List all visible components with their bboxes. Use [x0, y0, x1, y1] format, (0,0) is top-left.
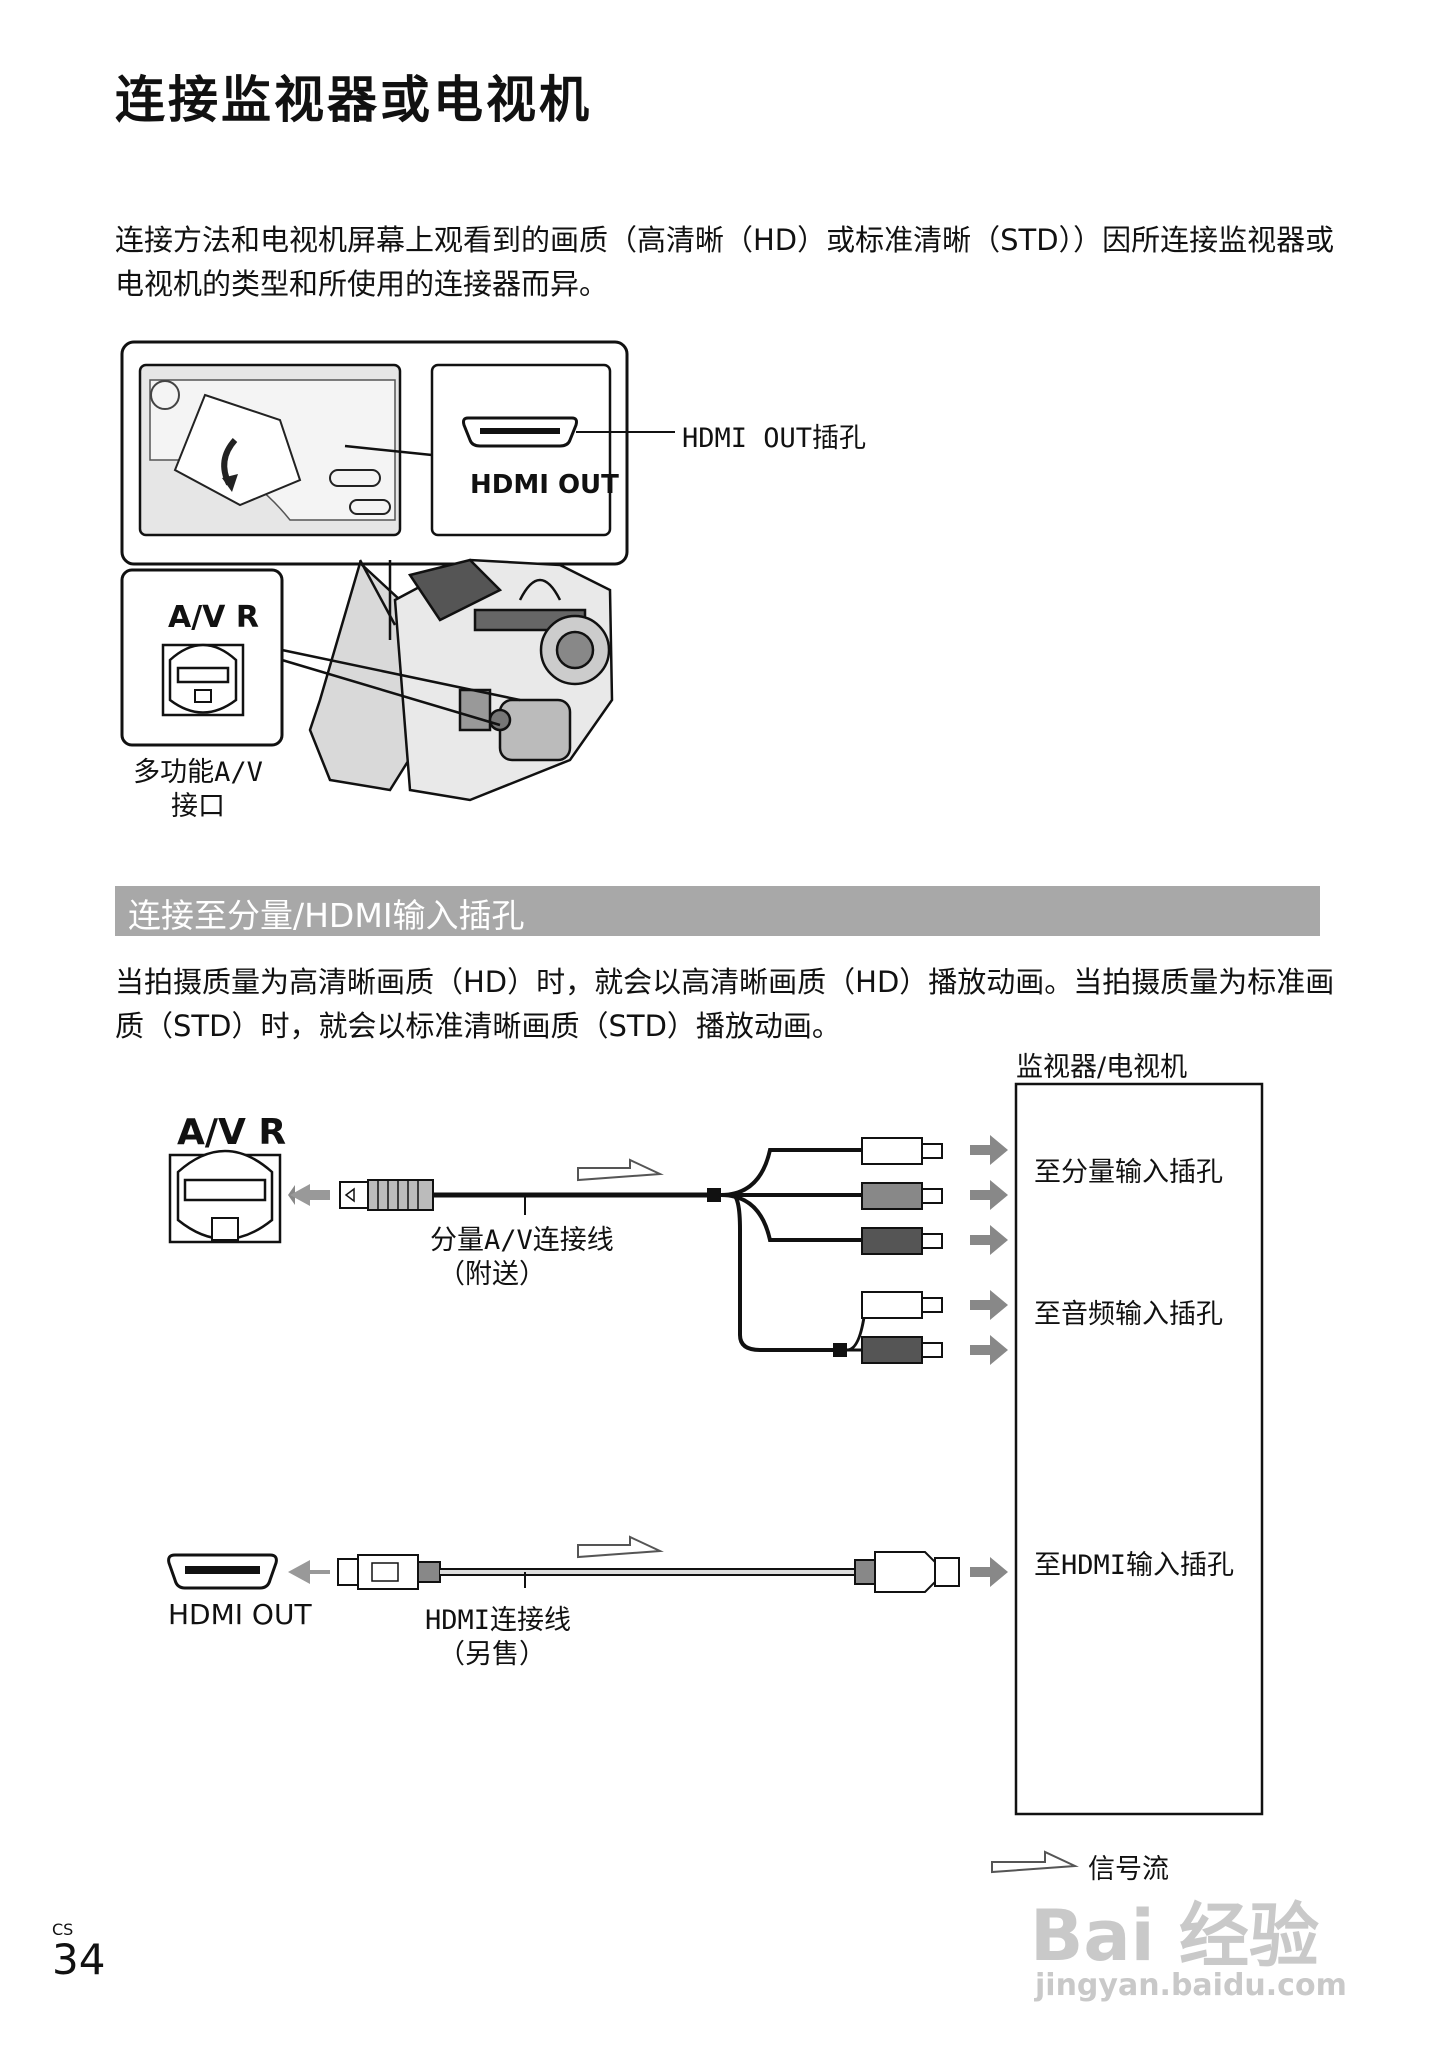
hdmi-plug-left-icon	[337, 1554, 441, 1590]
diagram-av-r-label: A/V R	[177, 1112, 287, 1153]
watermark-url: jingyan.baidu.com	[1035, 1968, 1347, 2003]
diagram-hdmi-port-icon	[167, 1553, 278, 1590]
rca-plugs-audio	[861, 1291, 943, 1364]
hdmi-out-jack-text: HDMI OUT	[470, 470, 619, 500]
legend-signal-flow-label: 信号流	[1088, 1854, 1169, 1885]
section-header-bar	[115, 886, 1320, 936]
av-callout-line2: 接口	[171, 791, 225, 822]
hdmi-cable-note: （另售）	[438, 1639, 546, 1670]
arrows-right-icon	[970, 1135, 1008, 1587]
component-cable-note: （附送）	[438, 1259, 546, 1290]
camcorder-illustration	[308, 558, 614, 802]
signal-flow-arrow-icon	[577, 1535, 664, 1559]
legend-signal-flow-icon	[991, 1850, 1079, 1874]
page-number: 34	[52, 1935, 106, 1984]
av-callout-line1: 多功能A/V	[133, 757, 263, 788]
hdmi-plug-right-icon	[854, 1551, 960, 1593]
page-title: 连接监视器或电视机	[115, 71, 592, 129]
to-audio-label: 至音频输入插孔	[1034, 1299, 1223, 1330]
watermark-brand: Bai 经验	[1030, 1895, 1319, 1977]
to-component-label: 至分量输入插孔	[1034, 1157, 1223, 1188]
monitor-label: 监视器/电视机	[1016, 1052, 1188, 1083]
monitor-box	[1014, 1082, 1264, 1816]
intro-paragraph: 连接方法和电视机屏幕上观看到的画质（高清晰（HD）或标准清晰（STD））因所连接…	[115, 223, 1335, 301]
component-cable-label: 分量A/V连接线	[430, 1225, 614, 1256]
hdmi-cable-label: HDMI连接线	[425, 1605, 572, 1636]
section-paragraph: 当拍摄质量为高清晰画质（HD）时，就会以高清晰画质（HD）播放动画。当拍摄质量为…	[115, 965, 1335, 1043]
av-r-label: A/V R	[168, 600, 259, 635]
signal-flow-arrow-icon	[577, 1158, 664, 1182]
connector-door-illustration	[138, 363, 402, 537]
diagram-hdmi-out-label: HDMI OUT	[168, 1598, 312, 1631]
hdmi-jack-inset	[430, 363, 612, 537]
to-hdmi-label: 至HDMI输入插孔	[1034, 1550, 1235, 1581]
page-lang-marker: CS	[52, 1920, 74, 1939]
hdmi-jack-icon	[462, 416, 578, 448]
rca-plugs-component	[861, 1137, 943, 1255]
callout-frame-hdmi	[120, 340, 629, 566]
component-plug-icon	[339, 1179, 434, 1211]
diagram-av-port-icon	[168, 1149, 282, 1244]
av-port-icon	[161, 643, 245, 717]
hdmi-out-callout: HDMI OUT插孔	[682, 423, 867, 454]
section-title: 连接至分量/HDMI输入插孔	[128, 896, 525, 935]
